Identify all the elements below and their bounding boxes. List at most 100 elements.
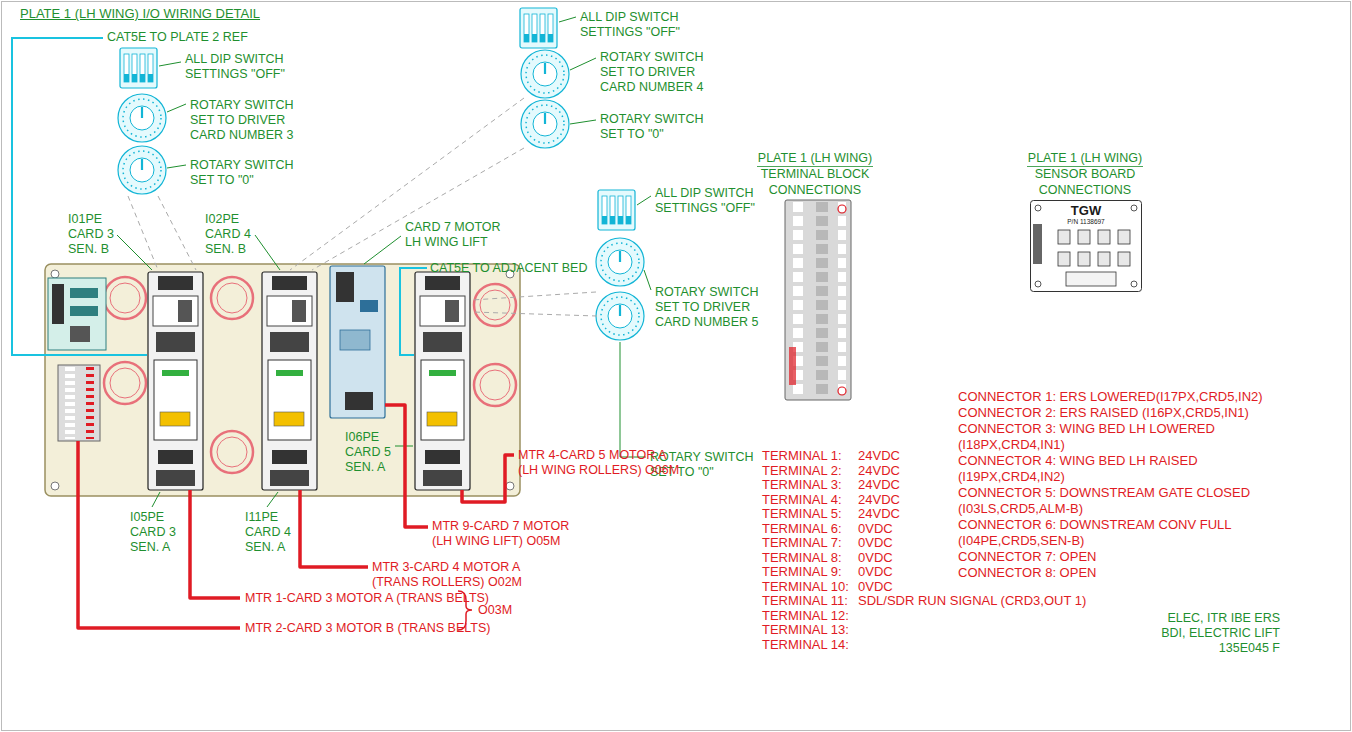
terminal-label: TERMINAL 9: xyxy=(762,565,842,580)
terminal-value: SDL/SDR RUN SIGNAL (CRD3,OUT 1) xyxy=(858,594,1086,609)
drawing-id: BDI, ELECTRIC LIFT xyxy=(1161,626,1280,641)
terminal-value: 24VDC xyxy=(858,493,900,508)
section-heading: PLATE 1 (LH WING) TERMINAL BLOCK CONNECT… xyxy=(757,150,874,198)
board-connector xyxy=(345,392,373,410)
board-part xyxy=(1058,230,1070,244)
dip-switch xyxy=(120,48,157,88)
cable-ring xyxy=(104,362,146,404)
connector-note: CONNECTOR 8: OPEN xyxy=(958,565,1096,581)
driver-card xyxy=(262,272,317,490)
connector-note: CONNECTOR 7: OPEN xyxy=(958,549,1096,565)
terminal-label: TERMINAL 6: xyxy=(762,522,842,537)
switch-note: ALL DIP SWITCH SETTINGS "OFF" xyxy=(185,52,287,82)
diagram-title: PLATE 1 (LH WING) I/O WIRING DETAIL xyxy=(20,6,260,21)
terminal-value: 24VDC xyxy=(858,507,900,522)
terminal-label: TERMINAL 1: xyxy=(762,449,842,464)
part-number: P/N 1138697 xyxy=(1067,218,1104,226)
terminal-value: 0VDC xyxy=(858,522,893,537)
board-chip xyxy=(70,326,90,342)
terminal-value: 24VDC xyxy=(858,464,900,479)
rotary-switch xyxy=(521,100,569,148)
connector-note: CONNECTOR 4: WING BED LH RAISED (I19PX,C… xyxy=(958,453,1200,485)
rotary-switch xyxy=(596,292,644,340)
mounting-plate xyxy=(45,264,520,496)
terminal-value: 0VDC xyxy=(858,551,893,566)
sensor-callout: I02PE CARD 4 SEN. B xyxy=(205,212,253,257)
switch-note: ROTARY SWITCH SET TO DRIVER CARD NUMBER … xyxy=(190,98,296,143)
board-chip xyxy=(70,306,98,316)
heading-underline xyxy=(1027,166,1143,167)
motor-group-label: O03M xyxy=(478,603,512,618)
switch-note: ALL DIP SWITCH SETTINGS "OFF" xyxy=(580,10,682,40)
terminal-strip xyxy=(58,365,100,441)
terminal-value: 0VDC xyxy=(858,536,893,551)
cable-ring xyxy=(104,277,146,319)
switch-note: ROTARY SWITCH SET TO "0" xyxy=(190,158,296,188)
terminal-block-screws xyxy=(816,202,828,398)
mounting-hole xyxy=(51,270,514,490)
cable-ring xyxy=(211,431,253,473)
board-part xyxy=(1078,230,1090,244)
board-connector xyxy=(52,284,64,324)
card-callout: CARD 7 MOTOR LH WING LIFT xyxy=(405,220,503,250)
board-part xyxy=(1098,230,1110,244)
motor-label: MTR 9-CARD 7 MOTOR (LH WING LIFT) O05M xyxy=(432,519,572,549)
connector-note: CONNECTOR 2: ERS RAISED (I16PX,CRD5,IN1) xyxy=(958,405,1249,421)
switch-note: ROTARY SWITCH SET TO "0" xyxy=(600,112,706,142)
dip-switch xyxy=(520,8,557,48)
board-connector xyxy=(336,272,354,302)
terminal-marker xyxy=(838,205,846,213)
terminal-label: TERMINAL 4: xyxy=(762,493,842,508)
sensor-callout: I01PE CARD 3 SEN. B xyxy=(68,212,116,257)
board-part xyxy=(1035,205,1041,211)
terminal-label: TERMINAL 12: xyxy=(762,609,849,624)
driver-card xyxy=(148,272,203,490)
board-part xyxy=(1066,272,1116,286)
rotary-switch xyxy=(596,238,644,286)
terminal-label: TERMINAL 13: xyxy=(762,623,849,638)
terminal-label: TERMINAL 7: xyxy=(762,536,842,551)
driver-card xyxy=(415,272,470,490)
motor-label: MTR 3-CARD 4 MOTOR A (TRANS ROLLERS) O02… xyxy=(372,560,525,590)
terminal-label: TERMINAL 5: xyxy=(762,507,842,522)
board-part xyxy=(1033,224,1042,264)
terminal-value: 24VDC xyxy=(858,449,900,464)
terminal-strip-slots xyxy=(65,367,75,439)
motor-label: MTR 2-CARD 3 MOTOR B (TRANS BELTS) xyxy=(245,621,490,636)
motor-wire xyxy=(78,405,514,628)
board-part xyxy=(1131,281,1137,287)
switch-note: ROTARY SWITCH SET TO DRIVER CARD NUMBER … xyxy=(600,50,706,95)
rotary-switch xyxy=(118,94,166,142)
sensor-callout: I11PE CARD 4 SEN. A xyxy=(245,510,293,555)
rotary-switch xyxy=(118,146,166,194)
switch-note: ROTARY SWITCH SET TO DRIVER CARD NUMBER … xyxy=(655,285,761,330)
sensor-callout: I06PE CARD 5 SEN. A xyxy=(345,430,393,475)
terminal-value: 24VDC xyxy=(858,478,900,493)
board-chip xyxy=(340,330,370,350)
terminal-strip-wires xyxy=(86,367,94,439)
leader-line xyxy=(117,17,651,507)
sensor-board: TGWP/N 1138697 xyxy=(1030,200,1142,292)
connector-note: CONNECTOR 6: DOWNSTREAM CONV FULL (I04PE… xyxy=(958,517,1234,549)
drawing-id: 135E045 F xyxy=(1219,641,1280,656)
terminal-value: 0VDC xyxy=(858,580,893,595)
terminal-value: 0VDC xyxy=(858,565,893,580)
board-logo: TGW xyxy=(1071,203,1101,218)
comm-board xyxy=(48,278,106,350)
board-chip xyxy=(360,300,378,312)
cable-ring xyxy=(474,364,516,406)
motor-label: MTR 1-CARD 3 MOTOR A (TRANS BELTS) xyxy=(245,591,489,606)
board-part xyxy=(1031,201,1142,292)
sensor-callout: I05PE CARD 3 SEN. A xyxy=(130,510,178,555)
board-part xyxy=(1098,252,1110,266)
board-part xyxy=(1035,281,1041,287)
board-part xyxy=(1118,252,1130,266)
terminal-marker xyxy=(789,347,796,385)
terminal-label: TERMINAL 11: xyxy=(762,594,848,609)
board-part xyxy=(1131,205,1137,211)
terminal-label: TERMINAL 2: xyxy=(762,464,842,479)
section-heading: PLATE 1 (LH WING) SENSOR BOARD CONNECTIO… xyxy=(1027,150,1144,198)
switch-note: ALL DIP SWITCH SETTINGS "OFF" xyxy=(655,186,757,216)
